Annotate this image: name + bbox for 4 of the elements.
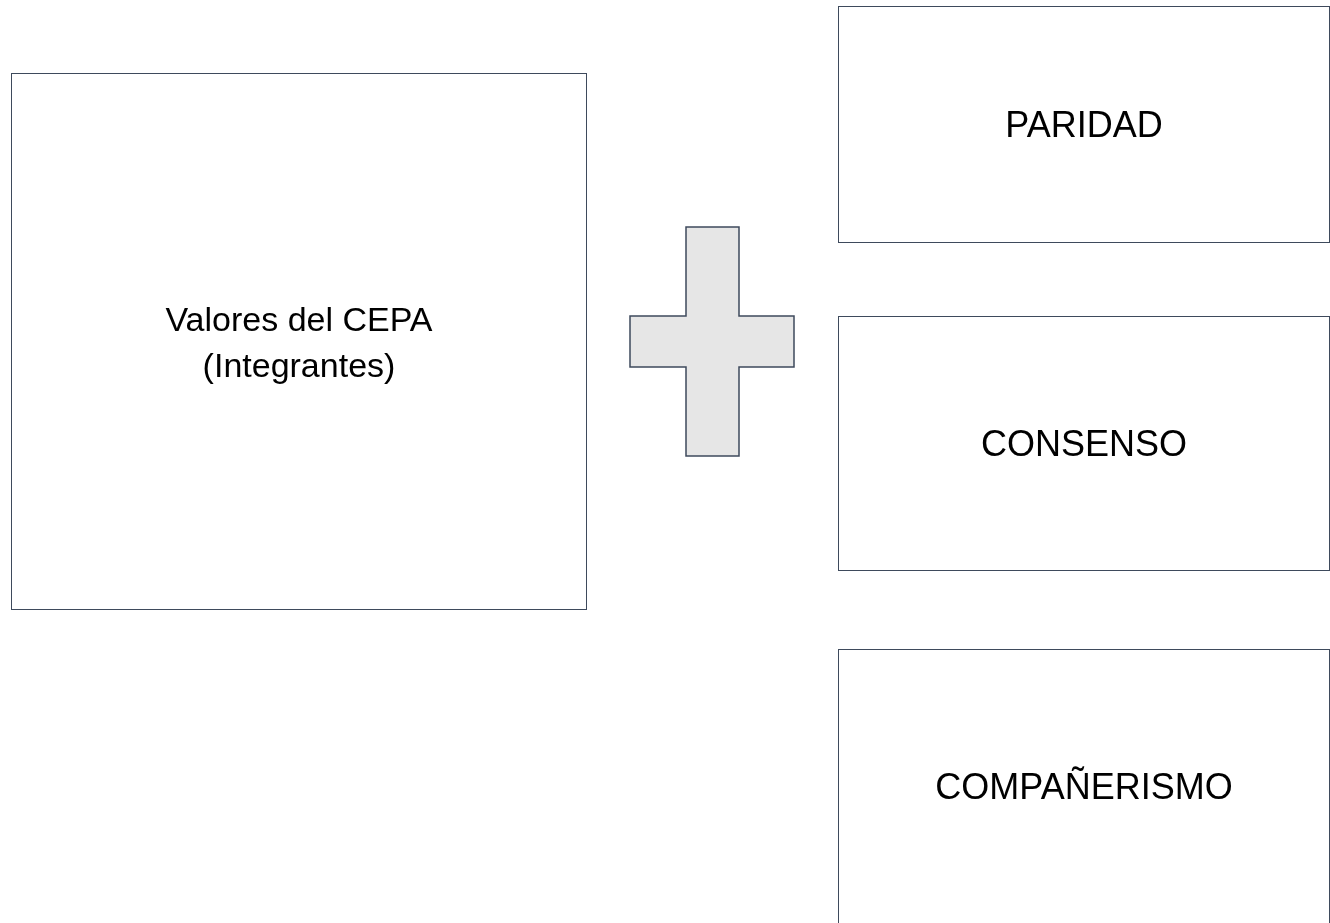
text-box: PARIDAD xyxy=(838,6,1330,243)
text-box: Valores del CEPA (Integrantes) xyxy=(11,73,587,610)
text-box: CONSENSO xyxy=(838,316,1330,571)
text-box: COMPAÑERISMO xyxy=(838,649,1330,923)
